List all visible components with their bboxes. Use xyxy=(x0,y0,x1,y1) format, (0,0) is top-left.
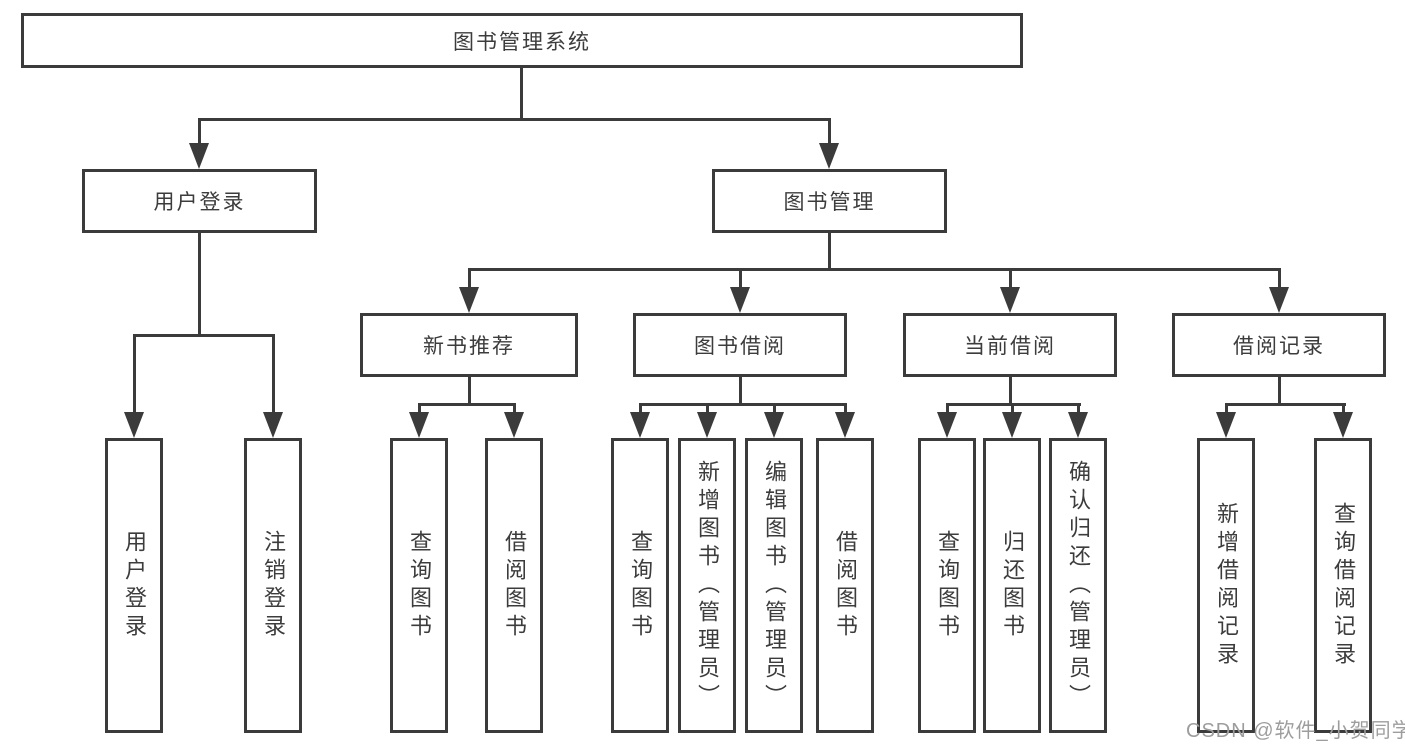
connector-line xyxy=(520,68,523,119)
connector-line xyxy=(198,233,201,336)
connector-line xyxy=(773,403,776,412)
node-borrow-records: 借阅记录 xyxy=(1172,313,1386,377)
node-new-book-recommend-label: 新书推荐 xyxy=(423,335,515,358)
connector-line xyxy=(739,377,742,405)
arrowhead-down-icon xyxy=(1002,412,1022,438)
leaf-query-books-borrow: 查询图书 xyxy=(611,438,669,733)
node-current-borrow: 当前借阅 xyxy=(903,313,1117,377)
connector-line xyxy=(1077,403,1080,412)
leaf-query-borrow-record-label: 查询借阅记录 xyxy=(1331,501,1356,670)
connector-line xyxy=(946,403,949,412)
node-book-management: 图书管理 xyxy=(712,169,947,233)
arrowhead-down-icon xyxy=(630,412,650,438)
leaf-add-borrow-record: 新增借阅记录 xyxy=(1197,438,1255,733)
connector-line xyxy=(1009,377,1012,405)
leaf-logout: 注销登录 xyxy=(244,438,302,733)
leaf-query-books-current-label: 查询图书 xyxy=(935,529,960,642)
leaf-confirm-return-admin-label: 确认归还（管理员） xyxy=(1066,459,1091,712)
connector-line xyxy=(418,403,516,406)
leaf-borrow-books-recommend: 借阅图书 xyxy=(485,438,543,733)
arrowhead-down-icon xyxy=(1269,287,1289,313)
connector-line xyxy=(133,334,275,337)
leaf-add-borrow-record-label: 新增借阅记录 xyxy=(1214,501,1239,670)
leaf-borrow-books-label: 借阅图书 xyxy=(833,529,858,642)
arrowhead-down-icon xyxy=(409,412,429,438)
arrowhead-down-icon xyxy=(764,412,784,438)
connector-line xyxy=(828,233,831,270)
connector-line xyxy=(828,118,831,143)
node-user-login: 用户登录 xyxy=(82,169,317,233)
connector-line xyxy=(706,403,709,412)
connector-line xyxy=(272,334,275,412)
arrowhead-down-icon xyxy=(819,143,839,169)
arrowhead-down-icon xyxy=(124,412,144,438)
arrowhead-down-icon xyxy=(730,287,750,313)
connector-line xyxy=(1278,268,1281,287)
node-library-system-label: 图书管理系统 xyxy=(453,30,591,54)
arrowhead-down-icon xyxy=(697,412,717,438)
arrowhead-down-icon xyxy=(263,412,283,438)
arrowhead-down-icon xyxy=(1333,412,1353,438)
connector-line xyxy=(468,268,1281,271)
connector-line xyxy=(639,403,847,406)
leaf-return-books-label: 归还图书 xyxy=(1000,529,1025,642)
connector-line xyxy=(468,377,471,405)
connector-line xyxy=(468,268,471,287)
leaf-confirm-return-admin: 确认归还（管理员） xyxy=(1049,438,1107,733)
leaf-edit-books-admin-label: 编辑图书（管理员） xyxy=(762,459,787,712)
connector-line xyxy=(198,118,831,121)
node-user-login-label: 用户登录 xyxy=(153,191,246,214)
node-new-book-recommend: 新书推荐 xyxy=(360,313,578,377)
arrowhead-down-icon xyxy=(835,412,855,438)
leaf-query-books-recommend-label: 查询图书 xyxy=(407,529,432,642)
node-borrow-records-label: 借阅记录 xyxy=(1233,335,1325,358)
arrowhead-down-icon xyxy=(459,287,479,313)
arrowhead-down-icon xyxy=(189,143,209,169)
connector-line xyxy=(1278,377,1281,405)
connector-line xyxy=(513,403,516,412)
node-book-management-label: 图书管理 xyxy=(783,191,876,214)
connector-line xyxy=(1342,403,1345,412)
leaf-add-books-admin: 新增图书（管理员） xyxy=(678,438,736,733)
leaf-user-login-label: 用户登录 xyxy=(122,529,147,642)
leaf-edit-books-admin: 编辑图书（管理员） xyxy=(745,438,803,733)
arrowhead-down-icon xyxy=(1216,412,1236,438)
connector-line xyxy=(639,403,642,412)
connector-line xyxy=(133,334,136,412)
node-current-borrow-label: 当前借阅 xyxy=(964,335,1056,358)
leaf-query-books-recommend: 查询图书 xyxy=(390,438,448,733)
connector-line xyxy=(1225,403,1346,406)
leaf-add-books-admin-label: 新增图书（管理员） xyxy=(695,459,720,712)
connector-line xyxy=(418,403,421,412)
arrowhead-down-icon xyxy=(1068,412,1088,438)
leaf-query-borrow-record: 查询借阅记录 xyxy=(1314,438,1372,733)
arrowhead-down-icon xyxy=(1000,287,1020,313)
leaf-return-books: 归还图书 xyxy=(983,438,1041,733)
leaf-borrow-books-recommend-label: 借阅图书 xyxy=(502,529,527,642)
connector-line xyxy=(1225,403,1228,412)
node-book-borrow-label: 图书借阅 xyxy=(694,335,786,358)
connector-line xyxy=(1009,268,1012,287)
leaf-query-books-current: 查询图书 xyxy=(918,438,976,733)
leaf-user-login: 用户登录 xyxy=(105,438,163,733)
connector-line xyxy=(844,403,847,412)
arrowhead-down-icon xyxy=(504,412,524,438)
node-library-system: 图书管理系统 xyxy=(21,13,1023,68)
leaf-borrow-books: 借阅图书 xyxy=(816,438,874,733)
leaf-logout-label: 注销登录 xyxy=(261,529,286,642)
arrowhead-down-icon xyxy=(937,412,957,438)
leaf-query-books-borrow-label: 查询图书 xyxy=(628,529,653,642)
node-book-borrow: 图书借阅 xyxy=(633,313,847,377)
connector-line xyxy=(198,118,201,143)
watermark: CSDN @软件_小贺同学 xyxy=(1186,720,1405,742)
connector-line xyxy=(739,268,742,287)
connector-line xyxy=(1011,403,1014,412)
